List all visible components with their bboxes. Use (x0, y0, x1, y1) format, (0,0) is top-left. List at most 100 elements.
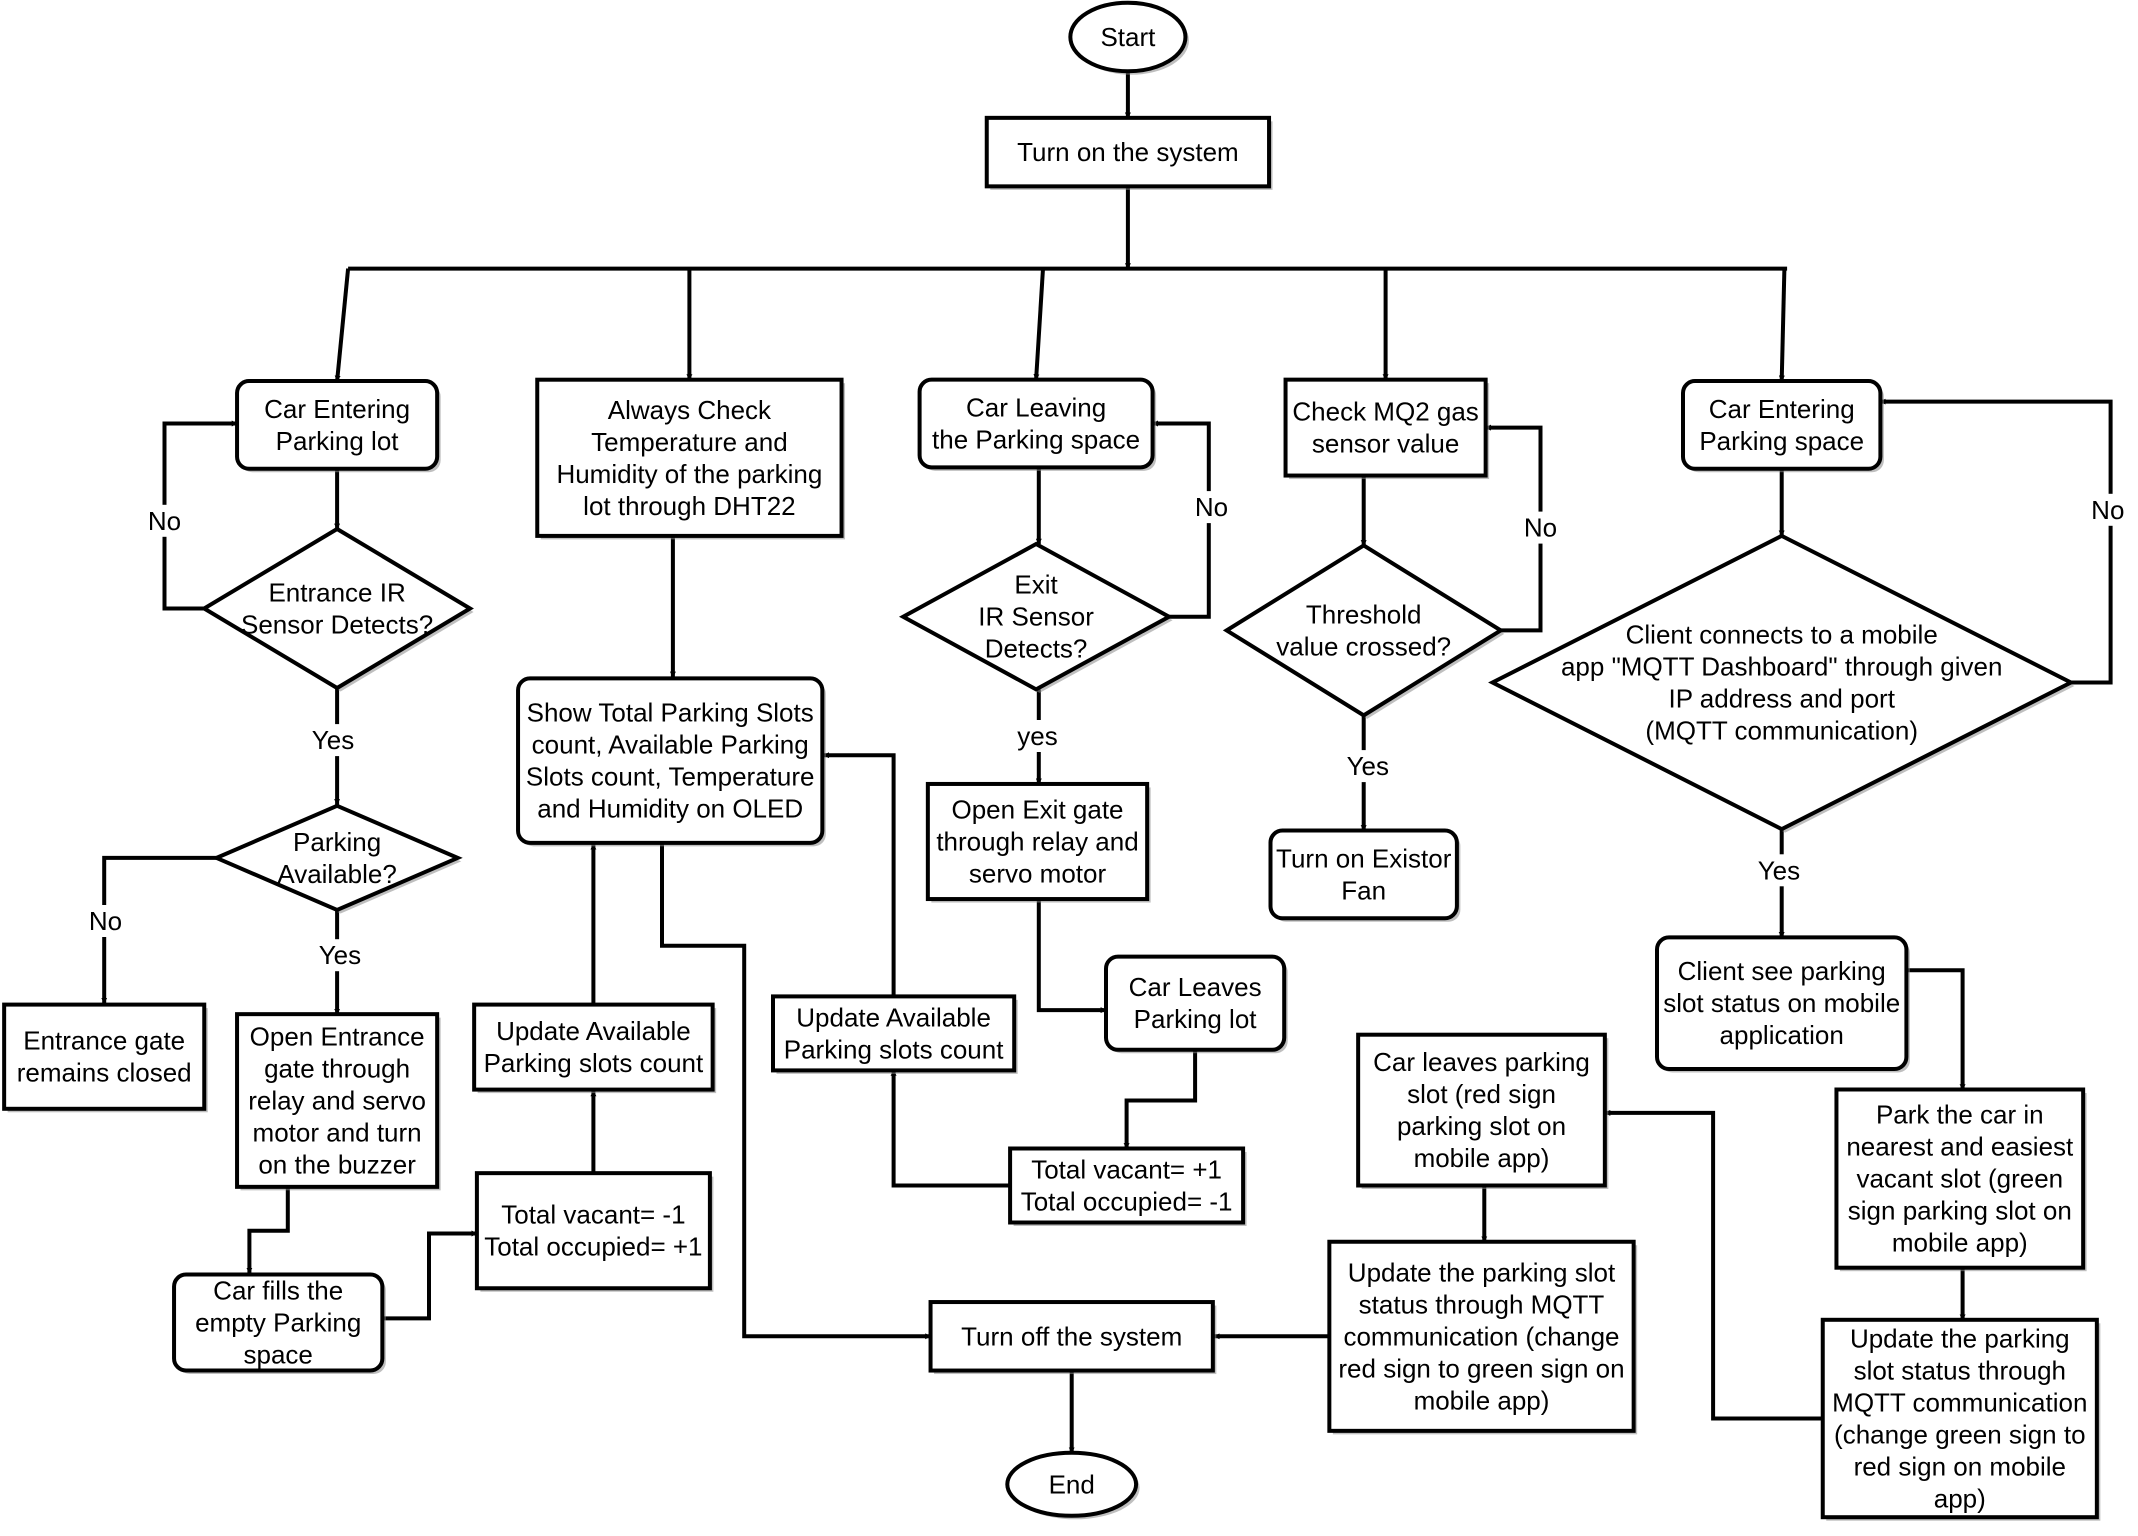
node-turn-off: Turn off the system (928, 1300, 1217, 1375)
totals-leave-text-line: Total occupied= -1 (1021, 1187, 1233, 1217)
edge-bus-to-car-entering-lot (334, 268, 351, 382)
edge-label-entrance-yes: Yes (306, 724, 360, 757)
update-avail-2-text-line: Parking slots count (784, 1034, 1004, 1064)
edge-label-parking-yes: Yes (313, 939, 367, 972)
exit-ir-text-line: Exit (1014, 570, 1058, 600)
always-check-text-line: Temperature and (591, 427, 788, 457)
threshold-shape (1222, 543, 1505, 718)
parking-available-shape (211, 803, 463, 913)
entrance-ir-text-line: Entrance IR (268, 578, 405, 608)
edge-label-exit-yes: yes (1011, 720, 1064, 752)
update-avail-1-text-line: Update Available (496, 1016, 691, 1046)
edge-label-text: Yes (312, 725, 354, 755)
update-status-green-red-shape (1820, 1317, 2099, 1520)
node-end: End (1005, 1450, 1140, 1520)
entrance-ir-text-line: Sensor Detects? (241, 610, 433, 640)
mqtt-connect-text-line: IP address and port (1668, 684, 1895, 714)
edge-show-oled-to-turn-off (660, 842, 932, 1340)
client-see-status-shape (1655, 935, 1909, 1072)
exit-ir-shape (898, 541, 1174, 692)
show-oled-text-line: Slots count, Temperature (526, 762, 815, 792)
always-check-text-line: Always Check (608, 395, 772, 425)
totals-enter-text-line: Total occupied= +1 (484, 1232, 702, 1262)
totals-leave-shape (1008, 1146, 1246, 1225)
update-status-green-red-text-line: app) (1934, 1484, 1986, 1514)
park-car-text-line: nearest and easiest (1846, 1132, 2074, 1162)
totals-enter-text-line: Total vacant= -1 (501, 1200, 685, 1230)
turn-on-fan-text-line: Fan (1341, 875, 1386, 905)
node-start: Start (1068, 0, 1189, 75)
threshold-text-line: Threshold (1306, 599, 1422, 629)
edge-car-leaves-lot-to-totals-leave (1123, 1049, 1198, 1150)
car-entering-space-shape (1681, 379, 1883, 471)
turn-on-shape (984, 115, 1272, 189)
edge-label-text: Yes (1347, 751, 1389, 781)
edge-label-exit-no: No (1192, 491, 1231, 524)
node-turn-on: Turn on the system (984, 115, 1273, 190)
parking-available-text-line: Available? (277, 859, 397, 889)
car-leaving-space-text-line: Car Leaving (966, 393, 1106, 423)
check-mq2-shape (1283, 377, 1488, 478)
update-status-green-red-text-line: Update the parking (1850, 1324, 2070, 1354)
car-leaving-space-text-line: the Parking space (932, 425, 1140, 455)
car-leaves-lot-text-line: Parking lot (1134, 1004, 1258, 1034)
open-exit-gate-text-line: servo motor (969, 859, 1107, 889)
check-mq2-text-line: Check MQ2 gas (1292, 397, 1478, 427)
car-entering-space-text-line: Parking space (1699, 426, 1864, 456)
update-status-green-red-text-line: (change green sign to (1834, 1420, 2086, 1450)
exit-ir-text-line: IR Sensor (978, 602, 1094, 632)
update-avail-1-shape (472, 1002, 715, 1092)
open-exit-gate-shape (925, 781, 1150, 902)
car-leaves-lot-shape (1104, 954, 1287, 1052)
turn-off-text-line: Turn off the system (961, 1321, 1182, 1351)
update-avail-2-text-line: Update Available (796, 1002, 991, 1032)
show-oled-text-line: count, Available Parking (532, 730, 809, 760)
edge-label-mqtt-no: No (2088, 493, 2127, 526)
car-fills-text-line: empty Parking (195, 1308, 361, 1338)
mqtt-connect-text-line: (MQTT communication) (1645, 716, 1918, 746)
edge-bus-to-car-entering-space (1778, 268, 1787, 382)
car-leaving-space-shape (917, 377, 1155, 470)
car-entering-lot-text-line: Car Entering (264, 394, 410, 424)
open-entrance-gate-text-line: on the buzzer (258, 1150, 416, 1180)
edge-label-parking-no: No (86, 905, 125, 937)
entrance-closed-text-line: Entrance gate (23, 1026, 185, 1056)
update-avail-2-shape (771, 994, 1017, 1073)
update-status-green-red-text-line: MQTT communication (1832, 1388, 2087, 1418)
open-exit-gate-text-line: through relay and (936, 827, 1138, 857)
always-check-shape (535, 377, 844, 538)
turn-on-fan-text-line: Turn on Existor (1276, 843, 1452, 873)
update-status-green-red-text-line: red sign on mobile (1854, 1452, 2066, 1482)
entrance-ir-shape (200, 526, 474, 691)
end-shape (1005, 1450, 1139, 1518)
car-fills-text-line: space (244, 1340, 313, 1370)
client-see-status-text-line: slot status on mobile (1663, 988, 1900, 1018)
edge-label-text: No (1195, 492, 1228, 522)
update-status-red-green-text-line: red sign to green sign on (1338, 1353, 1624, 1383)
edge-label-text: yes (1017, 721, 1057, 751)
always-check-text-line: lot through DHT22 (583, 491, 795, 521)
car-leaves-slot-shape (1356, 1032, 1607, 1188)
entrance-closed-text-line: remains closed (17, 1058, 192, 1088)
turn-on-text-line: Turn on the system (1017, 137, 1239, 167)
park-car-text-line: mobile app) (1892, 1228, 2028, 1258)
update-status-red-green-text-line: status through MQTT (1359, 1289, 1605, 1319)
